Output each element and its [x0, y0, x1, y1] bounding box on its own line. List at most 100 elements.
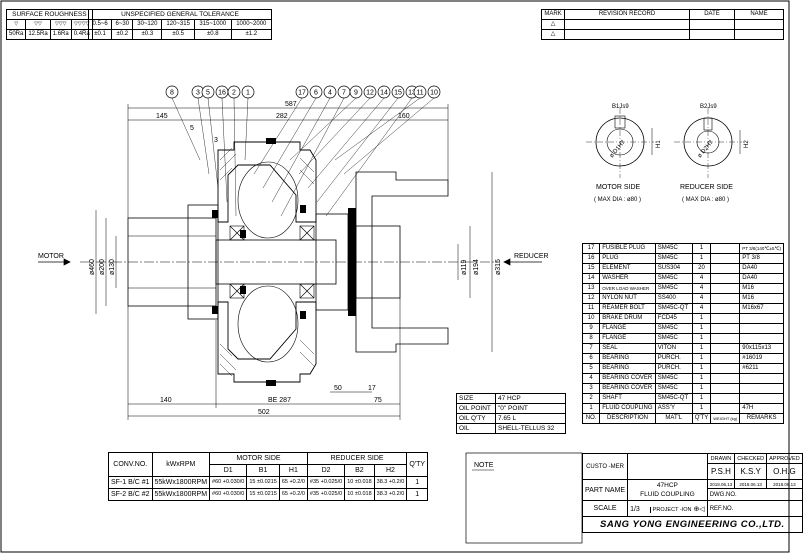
- revision-record-header: REVISION RECORD: [564, 9, 690, 20]
- part-material: SM45C: [654, 283, 693, 294]
- part-weight: [710, 263, 741, 274]
- reducer-side-view: [674, 108, 742, 178]
- part-no: 4: [581, 373, 601, 384]
- part-description: SHAFT: [599, 393, 656, 404]
- tolerance-range: 315~1000: [194, 19, 232, 30]
- part-no: 11: [581, 303, 601, 314]
- balloon-leader: [244, 97, 249, 161]
- conv-subheader: B1: [246, 464, 280, 477]
- part-weight: [710, 393, 741, 404]
- dim-17: 17: [368, 385, 376, 392]
- dim-dia119: ø119: [461, 259, 468, 275]
- balloon-label: 5: [206, 90, 210, 97]
- part-weight: [710, 283, 741, 294]
- balloon-leader: [280, 97, 345, 217]
- conv-cell-b2: 10 ±0.018: [344, 476, 375, 489]
- conv-subheader: D1: [209, 464, 248, 477]
- conv-cell-h2: 38.3 +0.2/0: [373, 476, 408, 489]
- conv-cell-b1: 15 ±0.0215: [246, 476, 280, 489]
- projection-label: PROJECT -ION: [649, 506, 691, 513]
- conv-cell-qty: 1: [406, 488, 429, 501]
- part-remarks: [739, 333, 784, 344]
- part-weight: [710, 403, 741, 414]
- part-description: BEARING: [599, 353, 656, 364]
- conv-cell-kw: 55kWx1800RPM: [151, 488, 211, 501]
- part-qty: 1: [691, 313, 712, 324]
- part-description: WASHER: [599, 273, 656, 284]
- part-qty: 4: [691, 303, 712, 314]
- part-weight: [710, 383, 741, 394]
- part-material: PURCH.: [654, 353, 693, 364]
- brake-drum: [355, 171, 449, 353]
- part-remarks: [739, 393, 784, 404]
- title-block: CUSTO -MER DRAWN CHECKED APPROVED P.S.H …: [581, 453, 803, 533]
- drawn-by: P.S.H: [706, 463, 736, 480]
- part-remarks: 47H: [739, 403, 784, 414]
- part-qty: 1: [691, 253, 712, 264]
- conv-cell-qty: 1: [406, 476, 429, 489]
- part-material: SM45C: [654, 243, 693, 254]
- roughness-value: 12.5Ra: [25, 29, 51, 40]
- conv-subheader: H2: [373, 464, 408, 477]
- tolerance-range: 6~30: [111, 19, 134, 30]
- reducer-side-header: REDUCER SIDE: [306, 452, 408, 465]
- surface-roughness-title: SURFACE ROUGHNESS: [6, 9, 93, 20]
- part-description: BEARING COVER: [599, 373, 656, 384]
- dim-5: 5: [190, 125, 194, 132]
- balloon-leader: [197, 97, 210, 175]
- scale-value: 1/3: [630, 505, 640, 513]
- reducer-label: REDUCER: [514, 253, 549, 260]
- oil-value: 47 HCP: [495, 393, 566, 404]
- part-no: 15: [581, 263, 601, 274]
- part-weight: [710, 253, 741, 264]
- part-weight: [710, 353, 741, 364]
- conv-cell-h1: 65 +0.2/0: [278, 488, 308, 501]
- part-material: PURCH.: [654, 363, 693, 374]
- reducer-side-label: REDUCER SIDE: [680, 184, 733, 191]
- revision-name-header: NAME: [734, 9, 784, 20]
- part-qty: 4: [691, 293, 712, 304]
- motor-max-dia: ( MAX DIA : ø80 ): [594, 197, 641, 203]
- oil-value: SHELL-TELLUS 32: [495, 423, 566, 434]
- ref-no-label: REF.NO.: [706, 500, 803, 517]
- balloon-label: 17: [298, 90, 306, 97]
- dim-overall: 587: [285, 101, 297, 108]
- part-no: 12: [581, 293, 601, 304]
- part-description: FUSIBLE PLUG: [599, 243, 656, 254]
- tolerance-value: ±0.2: [111, 29, 134, 40]
- part-material: SM45C: [654, 383, 693, 394]
- part-material: FCD45: [654, 313, 693, 324]
- part-qty: 1: [691, 373, 712, 384]
- drawn-date: 2018.06.13: [706, 479, 736, 489]
- part-material: SM45C: [654, 373, 693, 384]
- tolerance-range: 30~120: [132, 19, 163, 30]
- balloon-leader: [298, 97, 371, 175]
- oil-key: OIL POINT: [456, 403, 496, 414]
- part-remarks: M16: [739, 283, 784, 294]
- part-description: FLANGE: [599, 333, 656, 344]
- revision-record-table: MARK REVISION RECORD DATE NAME △ △: [541, 9, 784, 40]
- part-no: 9: [581, 323, 601, 334]
- part-remarks: [739, 383, 784, 394]
- dim-75: 75: [374, 397, 382, 404]
- balloon-label: 6: [314, 90, 318, 97]
- part-description: FLUID COUPLING: [599, 403, 656, 414]
- balloon-leader: [262, 97, 317, 189]
- part-qty: 1: [691, 363, 712, 374]
- part-weight: [710, 373, 741, 384]
- parts-qty-header: Q'TY: [691, 413, 712, 424]
- part-description: BRAKE DRUM: [599, 313, 656, 324]
- part-remarks: [739, 323, 784, 334]
